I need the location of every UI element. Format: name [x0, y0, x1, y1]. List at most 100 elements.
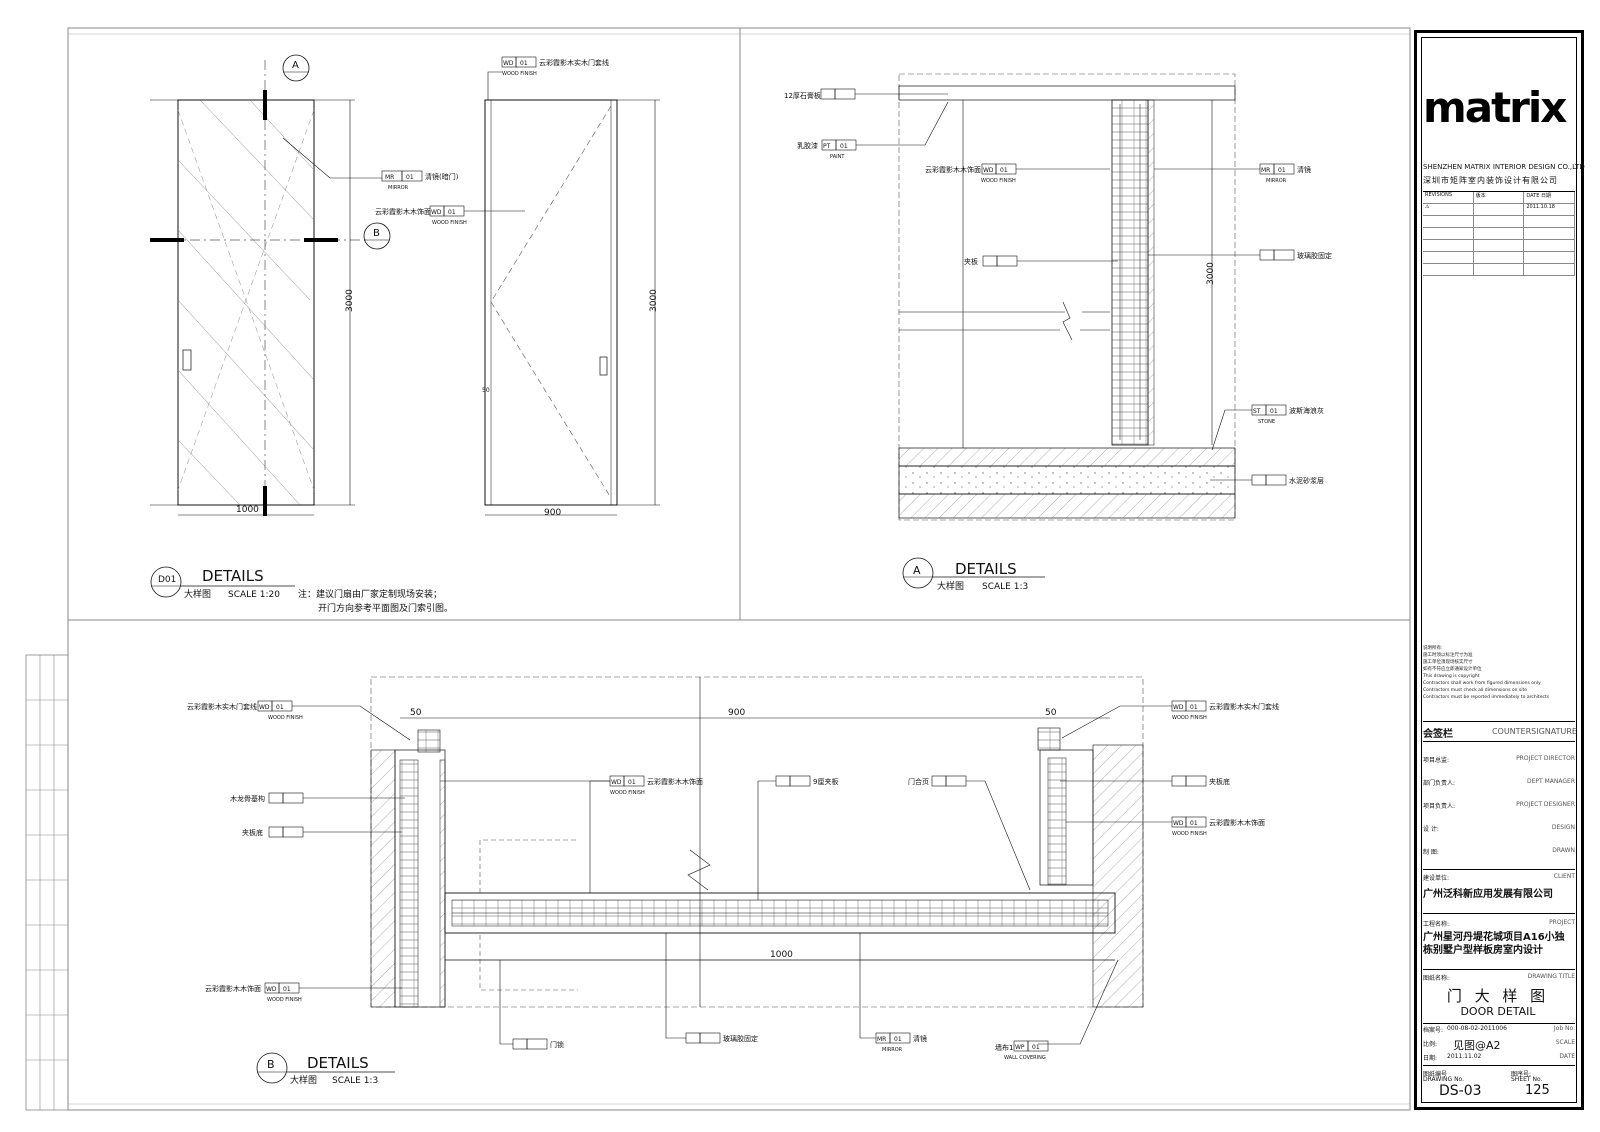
role-label-en: PROJECT DESIGNER — [1516, 801, 1575, 808]
db-frame-l-code: WD — [259, 704, 270, 711]
sheet-no-label-en: SHEET No. — [1511, 1076, 1543, 1083]
db-mirror-cn: 清镜 — [913, 1034, 927, 1043]
d01-tag-mirror-en: MIRROR — [388, 185, 409, 191]
date-label-en: DATE — [1559, 1053, 1575, 1060]
da-stone-no: 01 — [1270, 408, 1278, 415]
db-wood-face-r-en: WOOD FINISH — [1172, 831, 1207, 837]
db-glue: 玻璃胶固定 — [723, 1034, 758, 1043]
d01-tag-frame-code: WD — [503, 60, 514, 67]
countersign-label: 会签栏 — [1423, 729, 1453, 740]
db-wood-face-en: WOOD FINISH — [610, 790, 645, 796]
d01-elevation-right: 3000 900 50 WD 01 云彩霞影木实木门套线 WOOD FINISH… — [375, 56, 660, 518]
rev-header-3: DATE 日期 — [1524, 192, 1576, 203]
db-sub: 大样图 — [290, 1074, 317, 1086]
da-wood-cn: 云彩霞影木木饰面 — [925, 165, 981, 174]
db-wood-face-bl: 云彩霞影木木饰面 — [205, 984, 261, 993]
da-stone-cn: 波斯海浪灰 — [1289, 406, 1324, 415]
drawing-no-label-en: DRAWING No. — [1423, 1076, 1465, 1083]
db-frame-r-code: WD — [1173, 704, 1184, 711]
date-value: 2011.11.02 — [1447, 1053, 1482, 1060]
role-label: 部门负责人: — [1423, 780, 1456, 787]
note-line: Contractors must check all dimensions on… — [1423, 688, 1528, 693]
da-mirror-en: MIRROR — [1266, 178, 1287, 184]
db-wood-face-r-code: WD — [1173, 820, 1184, 827]
d01-dim-side: 50 — [482, 387, 490, 394]
note-line: This drawing is copyright — [1423, 674, 1480, 679]
sheet-border — [67, 27, 1411, 1111]
da-cement: 水泥砂浆层 — [1289, 476, 1324, 485]
d01-marker-b: B — [373, 228, 380, 239]
company-logo: matrix — [1423, 83, 1567, 132]
da-paint-cn: 乳胶漆 — [797, 141, 818, 150]
sheet-number: 125 — [1525, 1083, 1550, 1098]
note-line: Contractors must be reported immediately… — [1423, 695, 1550, 700]
db-frame-l-cn: 云彩霞影木实木门套线 — [187, 702, 257, 711]
scale-label-en: SCALE — [1555, 1039, 1575, 1046]
detail-b-caption: B DETAILS 大样图 SCALE 1:3 — [256, 1052, 395, 1086]
db-wood-face-bl-code: WD — [266, 986, 277, 993]
db-scale: SCALE 1:3 — [332, 1076, 378, 1086]
db-frame-l-no: 01 — [276, 704, 284, 711]
role-label: 设 计: — [1423, 826, 1439, 833]
db-mirror-en: MIRROR — [882, 1047, 903, 1053]
project-label: 工程名称: — [1423, 921, 1450, 928]
db-ply-base: 夹板底 — [242, 828, 263, 837]
db-lock: 门锁 — [550, 1040, 564, 1049]
da-sub: 大样图 — [937, 580, 964, 592]
db-mirror-code: MR — [877, 1036, 886, 1043]
da-title: DETAILS — [955, 560, 1017, 578]
d01-dim-width: 1000 — [236, 505, 259, 515]
da-gypsum: 12厚石膏板 — [784, 91, 821, 100]
countersign-label-en: COUNTERSIGNATURE — [1491, 727, 1577, 736]
role-label: 项目负责人: — [1423, 803, 1456, 810]
role-label: 项目总监: — [1423, 757, 1450, 764]
db-wall-no: 01 — [1032, 1044, 1040, 1051]
d01-tag-frame-no: 01 — [520, 60, 528, 67]
general-notes: 说明所有: 施工时须以标注尺寸为准 施工单位须现场核实尺寸 如有不符应立即通知设… — [1423, 645, 1575, 701]
date-label: 日期: — [1423, 1055, 1438, 1062]
drawing-title-cn: 门 大 样 图 — [1446, 987, 1550, 1005]
side-strip — [25, 654, 69, 1111]
project-name: 广州星河丹堤花城项目A16小独栋别墅户型样板房室内设计 — [1423, 932, 1565, 956]
db-keel: 木龙骨基构 — [230, 794, 265, 803]
detail-a-section: 3000 12厚石膏板 乳胶漆 PT 01 PAINT 云彩霞影木木饰面 WD … — [784, 73, 1332, 521]
d01-scale: SCALE 1:20 — [228, 590, 280, 600]
db-dim-1000: 1000 — [770, 950, 793, 960]
role-label-en: DEPT MANAGER — [1527, 778, 1575, 785]
note-line: 施工单位须现场核实尺寸 — [1423, 660, 1473, 665]
client-label-en: CLIENT — [1553, 873, 1575, 880]
db-dim-50b: 50 — [1045, 708, 1057, 718]
d01-tag-frame-en: WOOD FINISH — [502, 71, 537, 77]
db-id: B — [267, 1058, 275, 1071]
sheet-no-label: 图序号: — [1511, 1071, 1532, 1078]
da-wood-no: 01 — [1000, 167, 1008, 174]
db-wood-face-code: WD — [611, 779, 622, 786]
company-name-en: SHENZHEN MATRIX INTERIOR DESIGN CO.,LTD — [1423, 163, 1585, 171]
da-ply: 夹板 — [964, 257, 978, 266]
scale-label: 比例: — [1423, 1041, 1438, 1048]
da-wood-en: WOOD FINISH — [981, 178, 1016, 184]
d01-dim-height-2: 3000 — [649, 289, 659, 312]
da-mirror-no: 01 — [1278, 167, 1286, 174]
da-wood-code: WD — [983, 167, 994, 174]
job-label: 档案号: — [1423, 1027, 1444, 1034]
d01-dim-width-2: 900 — [544, 508, 561, 518]
role-label: 制 图: — [1423, 849, 1439, 856]
db-frame-r-en: WOOD FINISH — [1172, 715, 1207, 721]
da-scale: SCALE 1:3 — [982, 582, 1028, 592]
db-ply-base-r: 夹板底 — [1209, 777, 1230, 786]
db-frame-l-en: WOOD FINISH — [268, 715, 303, 721]
db-mirror-no: 01 — [894, 1036, 902, 1043]
db-wood-face-no: 01 — [628, 779, 636, 786]
note-line: Contractors shall work from figured dime… — [1423, 681, 1541, 686]
db-hinge: 门合页 — [908, 777, 929, 786]
da-id: A — [913, 564, 921, 577]
da-mirror-cn: 清镜 — [1297, 165, 1311, 174]
db-wood-face-bl-no: 01 — [283, 986, 291, 993]
job-no: 000-08-02-2011006 — [1447, 1025, 1507, 1032]
da-mirror-code: MR — [1261, 167, 1270, 174]
detail-a-caption: A DETAILS 大样图 SCALE 1:3 — [902, 557, 1045, 592]
drawing-title-label: 图纸名称: — [1423, 975, 1450, 982]
role-label-en: PROJECT DIRECTOR — [1516, 755, 1575, 762]
